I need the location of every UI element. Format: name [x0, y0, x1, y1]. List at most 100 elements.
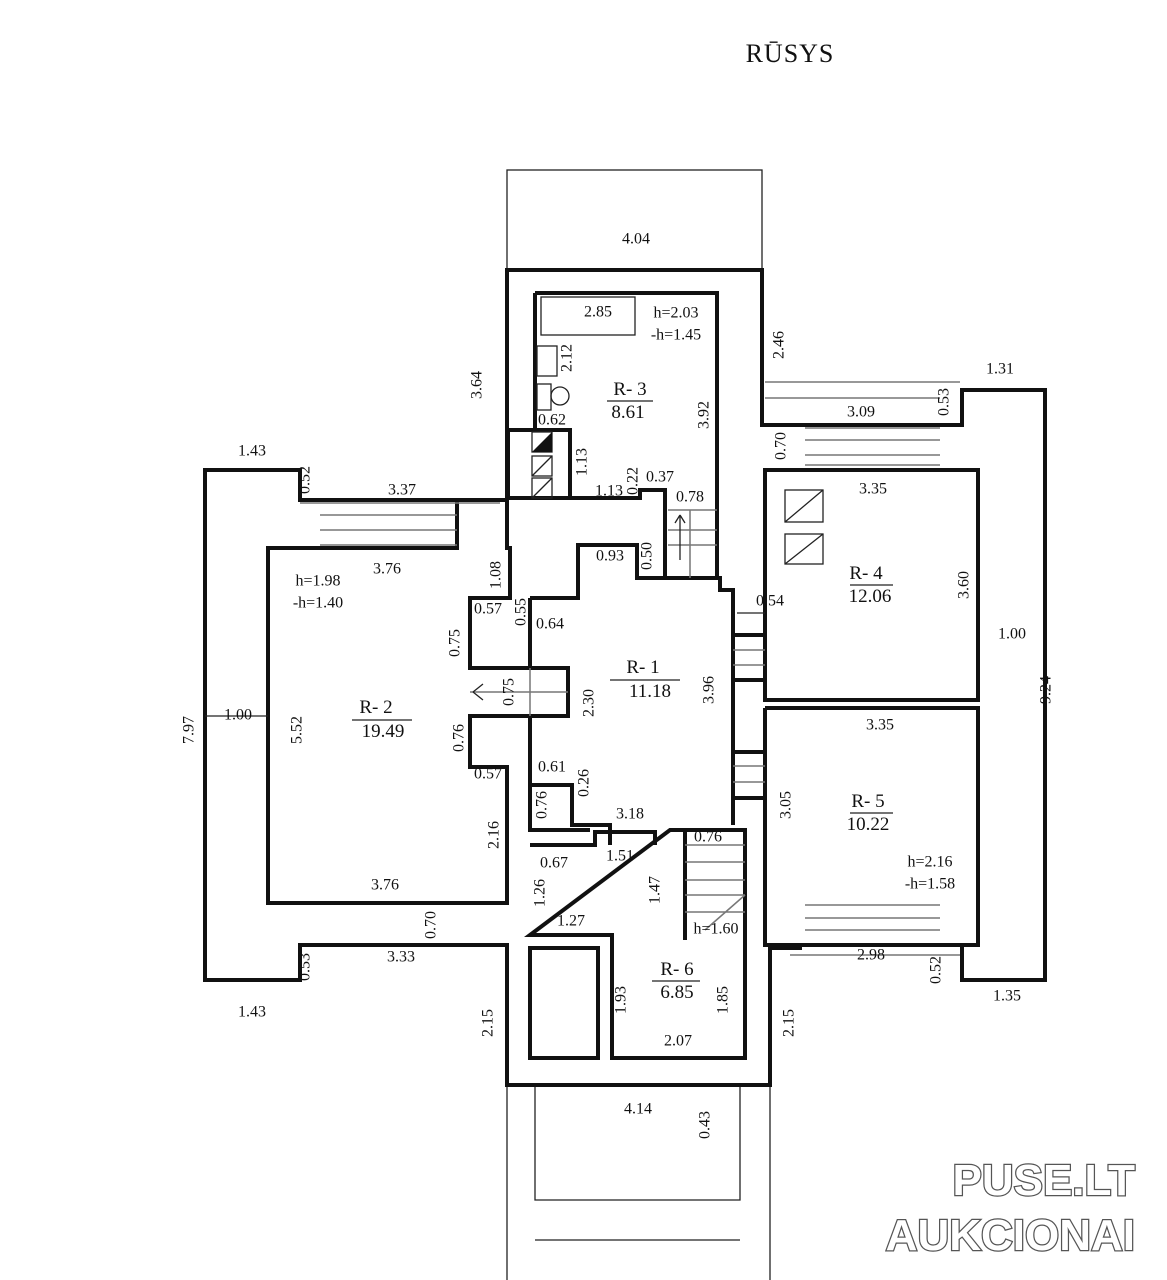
room-label: R- 1 — [626, 657, 659, 678]
dimension-label: 0.22 — [625, 467, 642, 495]
dimension-label: 0.50 — [639, 542, 656, 570]
dimension-label: 3.35 — [866, 717, 894, 734]
room-area: 10.22 — [847, 814, 890, 835]
dimension-label: 3.76 — [373, 561, 401, 578]
dimension-label: 2.12 — [559, 344, 576, 372]
dimension-label: 1.08 — [488, 561, 505, 589]
room-r4: R- 412.06 — [849, 563, 893, 607]
stairs — [205, 296, 960, 956]
height-label: h=1.60 — [693, 921, 738, 938]
room-label: R- 2 — [359, 697, 392, 718]
dimension-label: 0.53 — [936, 388, 953, 416]
top-porch — [506, 169, 763, 271]
watermark-line2: AUKCIONAI — [886, 1211, 1135, 1260]
room-r2: R- 2 19.49 — [352, 697, 412, 742]
dimension-label: 7.97 — [181, 716, 198, 744]
dimension-label: 1.35 — [993, 988, 1021, 1005]
dimension-label: 3.92 — [696, 401, 713, 429]
dimension-label: 0.67 — [540, 855, 568, 872]
height-label: -h=1.40 — [293, 595, 343, 612]
dimension-label: 0.52 — [297, 466, 314, 494]
plan-title: RŪSYS — [746, 39, 835, 68]
room-label: R- 6 — [660, 959, 693, 980]
dimension-label: 0.57 — [474, 601, 502, 618]
dimension-label: 1.00 — [224, 707, 252, 724]
watermark-line1: PUSE.LT — [952, 1156, 1135, 1205]
room-label: R- 3 — [613, 379, 646, 400]
room-area: 11.18 — [629, 681, 671, 702]
dimension-label: 3.33 — [387, 949, 415, 966]
outer-wall — [203, 268, 1047, 1087]
room-r1-wall — [528, 543, 735, 845]
dimension-label: 0.26 — [576, 769, 593, 797]
dimension-label: 0.93 — [596, 548, 624, 565]
dimension-label: 5.52 — [289, 716, 306, 744]
height-label: h=1.98 — [295, 573, 340, 590]
height-label: h=2.16 — [907, 854, 952, 871]
dimension-label: 2.98 — [857, 947, 885, 964]
dimension-label: 2.07 — [664, 1033, 692, 1050]
dimension-label: 0.52 — [928, 956, 945, 984]
dimension-label: 1.47 — [647, 876, 664, 904]
dimension-label: 0.54 — [756, 593, 784, 610]
dimension-label: 4.14 — [624, 1101, 652, 1118]
dimension-label: 0.78 — [676, 489, 704, 506]
room-area: 12.06 — [849, 586, 892, 607]
dimension-label: 3.60 — [956, 571, 973, 599]
dimension-label: 3.05 — [778, 791, 795, 819]
dimension-label: 9.24 — [1038, 676, 1055, 704]
dimension-label: 3.37 — [388, 482, 416, 499]
dimension-label: 1.00 — [998, 626, 1026, 643]
watermark: PUSE.LT AUKCIONAI — [884, 1155, 1136, 1262]
room-labels: R- 1 11.18 R- 2 19.49 R- 38.61 R- 412.06 R… — [352, 379, 893, 1003]
walls — [203, 268, 1047, 1087]
dimension-label: 0.76 — [694, 829, 722, 846]
room-label: R- 4 — [849, 563, 883, 584]
dimension-labels: 4.042.852.123.643.922.461.310.533.090.62… — [181, 231, 1055, 1139]
height-label: -h=1.58 — [905, 876, 955, 893]
dimension-label: 1.43 — [238, 1004, 266, 1021]
dimension-label: 2.15 — [781, 1009, 798, 1037]
dimension-label: 1.26 — [532, 879, 549, 907]
dimension-label: 0.43 — [697, 1111, 714, 1139]
room-area: 19.49 — [362, 721, 405, 742]
room-area: 8.61 — [611, 402, 644, 423]
bottom-porch — [506, 1085, 771, 1280]
dimension-label: 3.76 — [371, 877, 399, 894]
dimension-label: 1.27 — [557, 913, 585, 930]
dimension-label: 1.31 — [986, 361, 1014, 378]
room-r1: R- 1 11.18 — [610, 657, 680, 702]
dimension-label: 2.85 — [584, 304, 612, 321]
dimension-label: 1.85 — [715, 986, 732, 1014]
dimension-label: 0.37 — [646, 469, 674, 486]
dimension-label: 0.62 — [538, 412, 566, 429]
closet-wall — [528, 946, 600, 1060]
dimension-label: 3.09 — [847, 404, 875, 421]
room-r6-wall — [524, 828, 747, 1060]
dimension-label: 2.30 — [581, 689, 598, 717]
dimension-label: 3.18 — [616, 806, 644, 823]
room-r4-wall — [763, 468, 980, 702]
room-r5: R- 510.22 — [847, 791, 893, 835]
dimension-label: 1.13 — [595, 483, 623, 500]
room-area: 6.85 — [660, 982, 693, 1003]
dimension-label: 1.43 — [238, 443, 266, 460]
dimension-label: 1.93 — [613, 986, 630, 1014]
door-jambs — [733, 633, 765, 800]
dimension-label: 2.16 — [486, 821, 503, 849]
room-r5-wall — [763, 706, 980, 947]
dimension-label: 0.70 — [773, 432, 790, 460]
dimension-label: 0.55 — [513, 598, 530, 626]
dimension-label: 3.35 — [859, 481, 887, 498]
dimension-label: 0.61 — [538, 759, 566, 776]
dimension-label: 0.53 — [297, 953, 314, 981]
dimension-label: 1.51 — [606, 848, 634, 865]
dimension-label: 2.46 — [771, 331, 788, 359]
dimension-label: 0.64 — [536, 616, 564, 633]
dimension-label: 0.57 — [474, 766, 502, 783]
dimension-label: 0.70 — [423, 911, 440, 939]
dimension-label: 0.76 — [451, 724, 468, 752]
height-labels: h=1.98 -h=1.40 h=2.03 -h=1.45 h=2.16 -h=… — [293, 305, 955, 938]
dimension-label: 2.15 — [480, 1009, 497, 1037]
